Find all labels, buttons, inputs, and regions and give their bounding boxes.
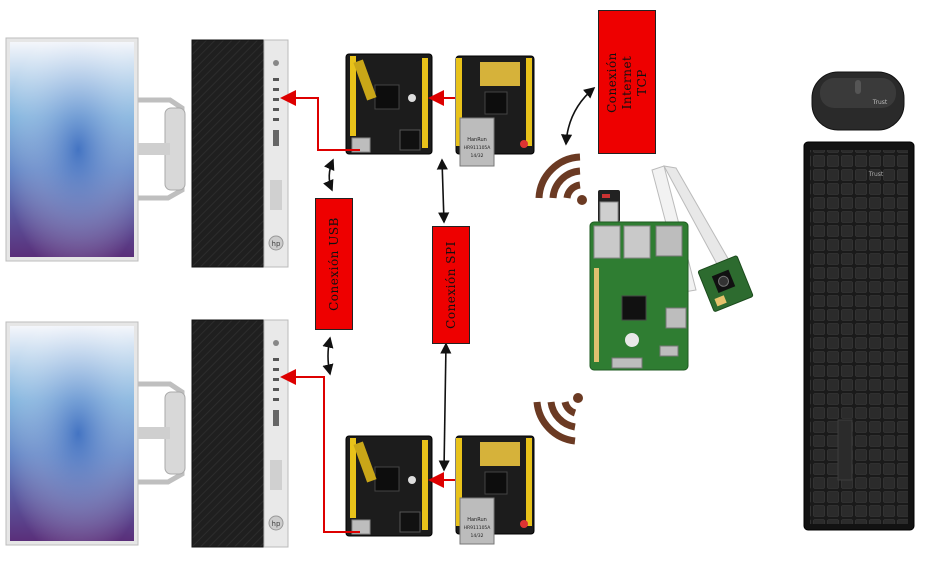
camera-module-icon: [697, 255, 754, 312]
monitor-top: [5, 37, 186, 262]
wifi-signal-icon: [535, 153, 587, 205]
usb-label: Conexión USB: [315, 198, 353, 330]
raspberry-pi-icon: [589, 221, 689, 371]
spi-arrow-bottom: [438, 342, 452, 472]
spi-label-text: Conexión SPI: [444, 241, 458, 329]
ethernet-shield-icon: [455, 435, 535, 545]
usb-arrow-top: [323, 158, 335, 192]
arduino-bottom: [345, 435, 433, 537]
ethernet-shield-top: HanRun HR911105A 14/32: [455, 55, 535, 167]
arduino-board-icon: [345, 435, 433, 537]
keyboard-brand: Trust: [868, 171, 884, 178]
hp-logo: hp: [272, 240, 281, 248]
hp-logo: hp: [272, 520, 281, 528]
ethernet-brand: HanRun: [467, 517, 487, 523]
black-arrows: [322, 86, 596, 472]
arrow-arduino-to-pc-bottom: [280, 369, 360, 533]
mouse-brand: Trust: [872, 99, 888, 106]
ethernet-model: HR911105A: [464, 525, 492, 531]
usb-arrow-bottom: [322, 336, 334, 376]
ethernet-brand: HanRun: [467, 137, 487, 143]
ethernet-model: HR911105A: [464, 145, 492, 151]
spi-arrow-top: [436, 158, 450, 224]
monitor-bottom: [5, 321, 186, 546]
monitor-icon: [5, 321, 186, 546]
ethernet-shield-icon: [455, 55, 535, 167]
tcp-label: Conexión Internet TCP: [598, 10, 656, 154]
monitor-icon: [5, 37, 186, 262]
ethernet-shield-bottom: HanRun HR911105A 14/32: [455, 435, 535, 545]
wifi-dongle-icon: [598, 190, 620, 227]
tcp-arrow: [560, 86, 596, 146]
ethernet-code: 14/32: [471, 153, 484, 159]
desktop-tower-icon: [191, 319, 289, 548]
arrow-arduino-to-pc-top: [280, 90, 360, 151]
red-arrows: [280, 90, 455, 533]
tower-bottom: hp: [191, 319, 289, 548]
mouse-icon: [811, 71, 905, 131]
keyboard-icon: [803, 141, 915, 531]
ethernet-code: 14/32: [471, 533, 484, 539]
tower-top: hp: [191, 39, 289, 268]
usb-label-text: Conexión USB: [327, 217, 342, 311]
spi-label: Conexión SPI: [432, 226, 470, 344]
desktop-tower-icon: [191, 39, 289, 268]
arduino-board-icon: [345, 53, 433, 155]
wifi-signal-icon: [533, 393, 583, 445]
tcp-label-text: Conexión Internet TCP: [604, 51, 649, 113]
arduino-top: [345, 53, 433, 155]
